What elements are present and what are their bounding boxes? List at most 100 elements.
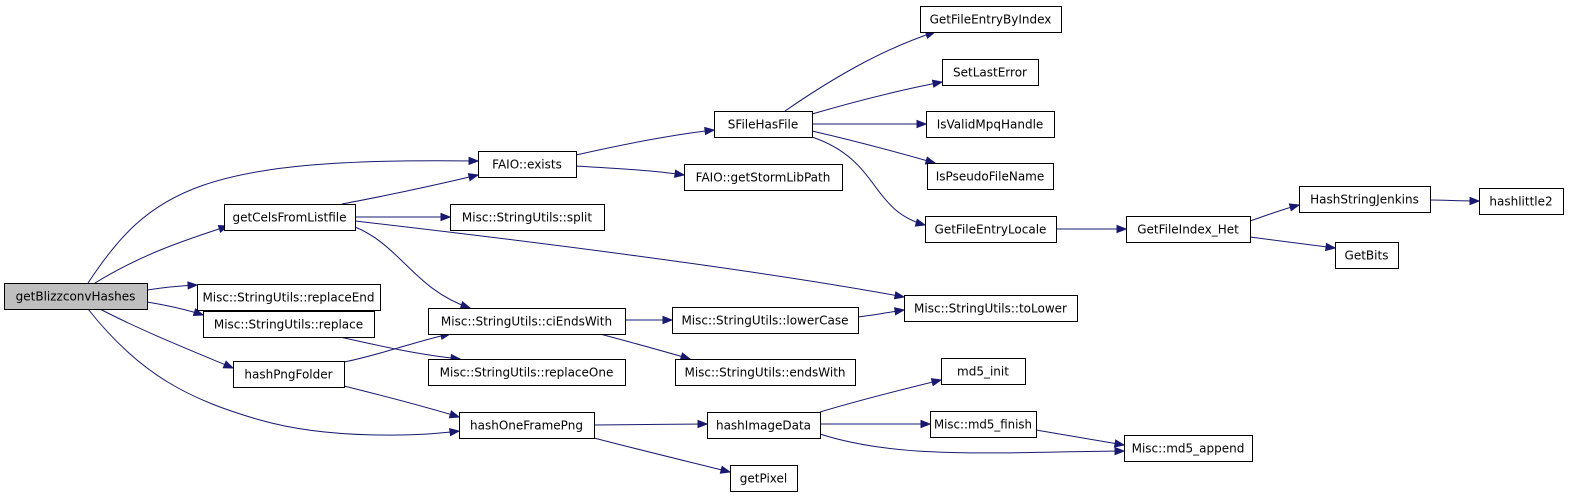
node-box — [197, 284, 381, 311]
node-label: Misc::md5_append — [1132, 442, 1245, 456]
node-label: hashImageData — [716, 419, 811, 433]
node-hashPngFolder[interactable]: hashPngFolder — [233, 361, 345, 388]
edge-GetFileEntryLocale-to-GetFileIndex_Het — [1055, 224, 1128, 234]
node-getPixel[interactable]: getPixel — [730, 465, 798, 492]
edge-replace-to-replaceOne — [339, 336, 462, 363]
node-box — [224, 204, 356, 231]
edge-GetFileIndex_Het-to-HashStringJenkins — [1249, 203, 1301, 222]
node-hashlittle2[interactable]: hashlittle2 — [1479, 188, 1564, 215]
edge-FAIO_exists-to-getStormLibPath — [575, 165, 686, 178]
node-hashOneFramePng[interactable]: hashOneFramePng — [459, 412, 595, 439]
edge-hashImageData-to-md5_finish — [820, 419, 932, 429]
node-box — [730, 465, 798, 492]
node-label: HashStringJenkins — [1310, 193, 1419, 207]
edge-SFileHasFile-to-GetFileEntryByIndex — [784, 30, 937, 112]
edge-getBlizzconvHashes-to-replaceEnd — [146, 281, 199, 291]
edge-getBlizzconvHashes-to-hashPngFolder — [99, 308, 235, 369]
edge-hashOneFramePng-to-getPixel — [593, 437, 732, 474]
edge-getCelsFromListfile-to-toLower — [354, 220, 906, 300]
node-label: Misc::StringUtils::replace — [214, 318, 363, 332]
node-box — [714, 111, 813, 138]
node-label: FAIO::getStormLibPath — [696, 171, 831, 185]
node-box — [1299, 186, 1431, 213]
node-label: md5_init — [957, 365, 1009, 379]
node-box — [930, 411, 1037, 438]
node-SetLastError[interactable]: SetLastError — [942, 59, 1039, 86]
node-box — [926, 111, 1055, 138]
node-GetFileIndex_Het[interactable]: GetFileIndex_Het — [1126, 216, 1251, 243]
edge-GetFileIndex_Het-to-GetBits — [1249, 236, 1337, 252]
edge-hashImageData-to-md5_init — [819, 378, 943, 413]
node-label: Misc::StringUtils::ciEndsWith — [441, 315, 612, 329]
edge-FAIO_exists-to-SFileHasFile — [575, 126, 716, 156]
node-replaceOne[interactable]: Misc::StringUtils::replaceOne — [428, 359, 626, 386]
node-label: Misc::StringUtils::replaceEnd — [202, 291, 374, 305]
node-getCelsFromListfile[interactable]: getCelsFromListfile — [224, 204, 356, 231]
node-hashImageData[interactable]: hashImageData — [707, 412, 821, 439]
node-lowerCase[interactable]: Misc::StringUtils::lowerCase — [672, 307, 859, 334]
node-label: IsValidMpqHandle — [937, 118, 1044, 132]
node-box — [920, 6, 1062, 33]
node-split[interactable]: Misc::StringUtils::split — [450, 204, 605, 231]
node-box — [925, 216, 1057, 243]
node-getBlizzconvHashes[interactable]: getBlizzconvHashes — [4, 283, 148, 310]
edge-getBlizzconvHashes-to-hashOneFramePng — [87, 308, 461, 437]
node-box — [1335, 242, 1399, 269]
node-label: getPixel — [740, 472, 787, 486]
node-box — [428, 308, 626, 335]
node-box — [459, 412, 595, 439]
node-label: hashlittle2 — [1489, 195, 1552, 209]
edge-ciEndsWith-to-lowerCase — [624, 315, 674, 325]
node-IsValidMpqHandle[interactable]: IsValidMpqHandle — [926, 111, 1055, 138]
node-box — [233, 361, 345, 388]
node-GetFileEntryLocale[interactable]: GetFileEntryLocale — [925, 216, 1057, 243]
node-label: getBlizzconvHashes — [16, 290, 136, 304]
edge-getCelsFromListfile-to-split — [355, 212, 452, 222]
node-SFileHasFile[interactable]: SFileHasFile — [714, 111, 813, 138]
node-md5_finish[interactable]: Misc::md5_finish — [930, 411, 1037, 438]
node-box — [1479, 188, 1564, 215]
node-GetFileEntryByIndex[interactable]: GetFileEntryByIndex — [920, 6, 1062, 33]
edge-getBlizzconvHashes-to-replace — [146, 301, 205, 317]
node-box — [450, 204, 605, 231]
node-label: hashOneFramePng — [470, 419, 583, 433]
node-label: Misc::StringUtils::lowerCase — [681, 314, 848, 328]
node-md5_init[interactable]: md5_init — [941, 358, 1026, 385]
node-toLower[interactable]: Misc::StringUtils::toLower — [904, 295, 1078, 322]
node-getStormLibPath[interactable]: FAIO::getStormLibPath — [684, 164, 843, 191]
edge-SFileHasFile-to-IsValidMpqHandle — [812, 119, 928, 129]
node-box — [4, 283, 148, 310]
node-box — [672, 307, 859, 334]
node-GetBits[interactable]: GetBits — [1335, 242, 1399, 269]
node-label: getCelsFromListfile — [232, 211, 346, 225]
node-label: Misc::StringUtils::endsWith — [684, 366, 845, 380]
node-FAIO_exists[interactable]: FAIO::exists — [478, 151, 577, 178]
edge-ciEndsWith-to-endsWith — [599, 333, 692, 361]
edge-HashStringJenkins-to-hashlittle2 — [1429, 196, 1481, 206]
node-HashStringJenkins[interactable]: HashStringJenkins — [1299, 186, 1431, 213]
node-endsWith[interactable]: Misc::StringUtils::endsWith — [675, 359, 856, 386]
edge-SFileHasFile-to-GetFileEntryLocale — [811, 136, 927, 227]
edge-getCelsFromListfile-to-FAIO_exists — [341, 173, 480, 205]
call-graph-nodes: getBlizzconvHashesgetCelsFromListfileMis… — [4, 6, 1564, 492]
node-box — [707, 412, 821, 439]
node-box — [1126, 216, 1251, 243]
node-box — [684, 164, 843, 191]
node-md5_append[interactable]: Misc::md5_append — [1124, 435, 1253, 462]
node-label: Misc::StringUtils::toLower — [914, 302, 1067, 316]
node-label: GetFileIndex_Het — [1137, 223, 1239, 237]
edge-SFileHasFile-to-SetLastError — [811, 79, 944, 115]
node-replaceEnd[interactable]: Misc::StringUtils::replaceEnd — [197, 284, 381, 311]
node-box — [927, 163, 1054, 190]
edge-hashPngFolder-to-hashOneFramePng — [343, 385, 461, 419]
node-replace[interactable]: Misc::StringUtils::replace — [203, 311, 375, 338]
node-IsPseudoFileName[interactable]: IsPseudoFileName — [927, 163, 1054, 190]
node-box — [904, 295, 1078, 322]
node-box — [941, 358, 1026, 385]
call-graph-edges — [87, 30, 1481, 474]
node-ciEndsWith[interactable]: Misc::StringUtils::ciEndsWith — [428, 308, 626, 335]
node-label: IsPseudoFileName — [936, 170, 1045, 184]
edge-hashOneFramePng-to-hashImageData — [593, 419, 709, 429]
node-box — [478, 151, 577, 178]
edge-SFileHasFile-to-IsPseudoFileName — [811, 130, 937, 165]
